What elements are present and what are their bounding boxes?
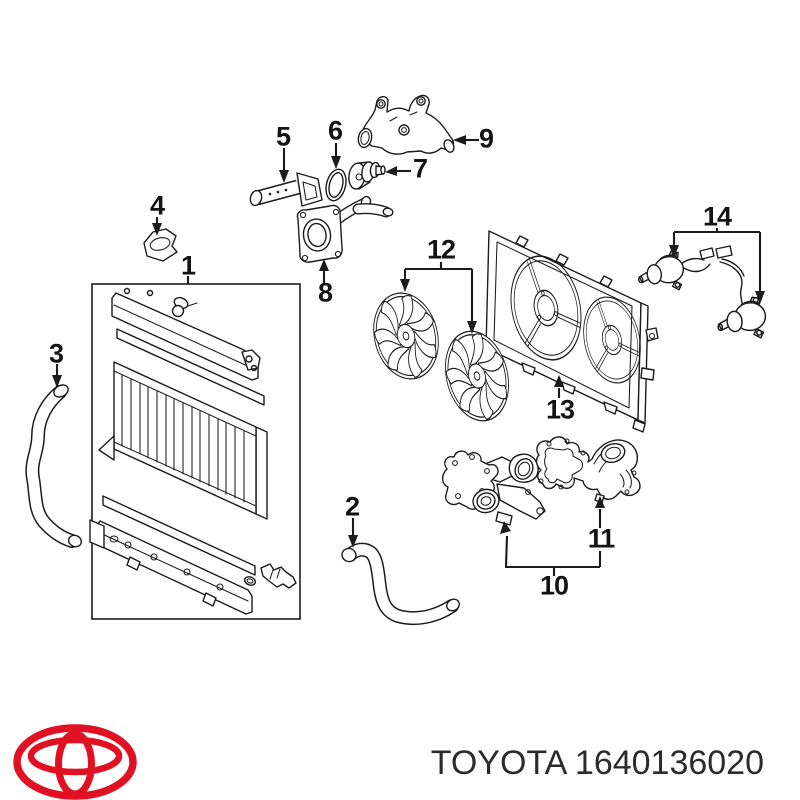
callout-14: 14 — [702, 201, 732, 232]
callout-5: 5 — [275, 121, 291, 152]
leader-10 — [500, 521, 602, 576]
radiator-core — [98, 361, 268, 520]
part-6-o-ring — [325, 168, 347, 202]
callout-8: 8 — [317, 277, 333, 308]
part-7-thermostat — [348, 161, 386, 190]
part-9-water-outlet — [357, 94, 455, 155]
radiator-upper-tank — [111, 287, 261, 381]
callout-4: 4 — [149, 190, 165, 221]
part-4-cap — [143, 228, 178, 262]
leader-5 — [279, 148, 289, 183]
part-1-box — [91, 283, 301, 620]
leader-3 — [52, 364, 62, 388]
callout-2: 2 — [344, 491, 360, 522]
callout-9: 9 — [478, 123, 494, 154]
radiator-lower-seal — [102, 495, 256, 576]
leader-9 — [453, 135, 479, 145]
leader-12 — [400, 262, 477, 334]
leader-6 — [331, 143, 341, 169]
leader-14 — [669, 228, 765, 304]
part-1-radiator-assembly — [89, 283, 301, 620]
part-8-water-inlet-housing — [296, 195, 394, 263]
toyota-logo-icon — [13, 724, 137, 800]
part-10-water-pump — [441, 450, 546, 526]
part-2-radiator-hose-lower — [341, 542, 460, 626]
part-13-fan-shroud — [485, 230, 659, 433]
logo-vertical-ellipse — [55, 730, 95, 798]
logo-horizontal-ellipse — [27, 736, 123, 776]
leader-4 — [152, 217, 162, 236]
callout-7: 7 — [412, 153, 428, 184]
callout-leaders — [52, 135, 765, 576]
leader-2 — [348, 518, 358, 548]
callout-11: 11 — [587, 523, 616, 554]
callout-1: 1 — [180, 250, 196, 281]
callout-3: 3 — [48, 338, 64, 369]
radiator-upper-seal — [116, 328, 265, 406]
part-number-caption: TOYOTA 1640136020 — [430, 744, 764, 782]
part-3-radiator-hose-upper — [25, 384, 83, 548]
leader-11 — [595, 496, 605, 528]
part-11-water-pump-gasket — [535, 436, 641, 504]
callout-12: 12 — [426, 234, 456, 265]
part-5-water-inlet-pipe — [249, 172, 323, 207]
callout-13: 13 — [545, 394, 575, 425]
leader-8 — [319, 259, 329, 283]
leader-7 — [385, 166, 411, 176]
callout-10: 10 — [539, 570, 569, 601]
leader-13 — [554, 375, 564, 398]
callout-6: 6 — [327, 115, 343, 146]
radiator-drain-plug — [243, 563, 297, 589]
radiator-lower-support — [89, 519, 253, 615]
part-14-fan-motors — [635, 245, 769, 343]
